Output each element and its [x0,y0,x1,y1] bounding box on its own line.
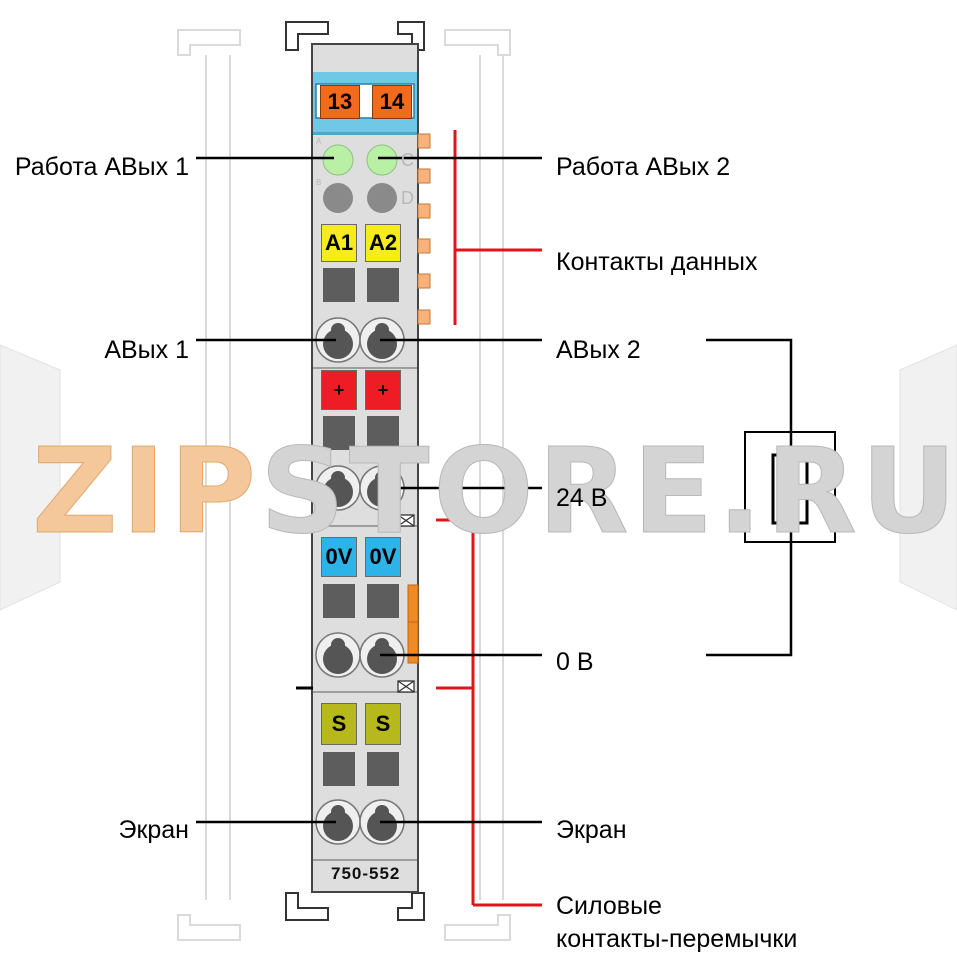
label-data-contacts: Контакты данных [556,248,758,276]
label-ao1: АВых 1 [104,336,189,364]
label-0v: 0 В [556,648,594,676]
wire-entry-shield-1 [315,799,361,845]
label-power-contacts-2: контакты-перемычки [556,925,798,953]
push-slots [323,268,399,786]
power-contacts-bracket [436,518,542,907]
top-cap-edge [313,132,417,135]
terminal-14: 14 [372,85,412,119]
jumper-contact-upper [397,514,415,527]
tag-a2: A2 [365,224,401,262]
led-letter-b: B [316,178,322,187]
din-rail-outline [177,29,511,941]
led-d [367,183,397,213]
terminal-13: 13 [320,85,360,119]
tag-plus-1: + [321,370,357,410]
jumper-contact-icons [397,514,415,693]
tag-0v-2: 0V [365,537,401,577]
bottom-clip-right [397,892,425,921]
label-ao2: АВых 2 [556,336,641,364]
led-b [323,183,353,213]
tag-a1: A1 [321,224,357,262]
label-24v: 24 В [556,484,608,512]
label-run-ao1: Работа АВых 1 [14,153,189,181]
jumper-contact-lower [397,680,415,693]
load-resistor-circuit [706,338,836,657]
led-letter-c: C [401,150,414,170]
watermark-part-grey: STORE.RU [259,422,957,560]
led-c [366,144,398,176]
tag-s-2: S [365,703,401,745]
watermark-shapes [0,344,957,611]
data-contact-tabs [417,133,431,325]
power-jumper-blade [407,584,419,664]
watermark-part-orange: ZIP [32,422,260,560]
led-a [322,144,354,176]
model-number: 750-552 [331,864,401,883]
bottom-clip [285,892,425,921]
wire-entry-0v-1 [315,632,361,678]
label-power-contacts-1: Силовые [556,892,662,920]
led-letter-a: A [316,137,322,146]
data-contacts-bracket [453,130,542,325]
label-shield-right: Экран [556,816,627,844]
tag-0v-1: 0V [321,537,357,577]
watermark-text: ZIPSTORE.RU [32,432,957,551]
leader-lines [196,156,542,824]
bottom-clip-left [285,892,329,921]
wire-entry-ao1 [315,317,361,363]
label-run-ao2: Работа АВых 2 [556,153,731,181]
watermark-arrow-left [0,344,61,611]
led-letter-d: D [401,188,414,208]
label-shield-left: Экран [118,816,189,844]
tag-s-1: S [321,703,357,745]
tag-plus-2: + [365,370,401,410]
top-clip-left [285,21,329,51]
watermark-arrow-right [899,344,957,611]
